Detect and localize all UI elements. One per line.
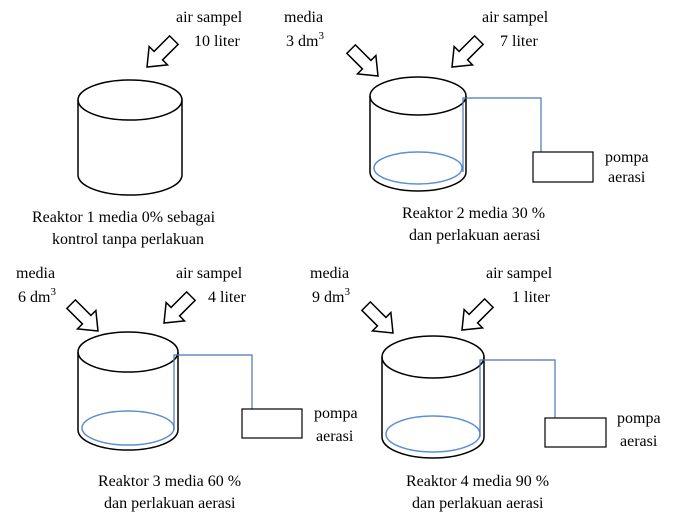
reactor-3-water-arrow-icon <box>163 290 197 324</box>
reactor-3-media-arrow-icon <box>65 298 99 332</box>
reactor-2-caption-line1: Reaktor 2 media 30 % <box>402 205 545 222</box>
svg-text:9 dm3: 9 dm3 <box>312 286 350 306</box>
reactor-4-pump-label-line1: pompa <box>617 410 661 427</box>
reactor-2-media-unit-sup: 3 <box>318 30 324 42</box>
reactor-3-water-amount: 4 liter <box>208 289 246 306</box>
reactor-4-media-amount: 9 dm <box>312 289 345 306</box>
reactor-4-water-label: air sampel <box>486 265 553 282</box>
reactor-3-pump-label-line1: pompa <box>314 405 358 422</box>
reactor-3-media-amount: 6 dm <box>18 289 51 306</box>
reactor-1-water-label: air sampel <box>176 9 243 26</box>
reactor-2-pump-label-line1: pompa <box>605 149 649 166</box>
reactor-3-media-label: media <box>16 265 55 282</box>
reactor-2-media-label: media <box>284 9 323 26</box>
reactor-3-air-pipe <box>173 354 253 430</box>
reactor-4-caption-line1: Reaktor 4 media 90 % <box>406 473 549 490</box>
svg-text:3 dm3: 3 dm3 <box>286 30 324 50</box>
reactor-4-media-arrow-icon <box>360 300 394 334</box>
reactor-1-water-arrow-icon <box>146 34 180 68</box>
reactor-4-media-unit-sup: 3 <box>344 286 350 298</box>
reactor-3-vessel <box>77 331 179 451</box>
reactor-2-media-arrow-icon <box>345 43 379 77</box>
reactor-3-pump-label-line2: aerasi <box>316 428 354 445</box>
reactor-3: media 6 dm3 air sampel 4 liter pompa aer… <box>16 265 358 512</box>
reactor-1-water-amount: 10 liter <box>194 33 240 50</box>
reactor-2-water-label: air sampel <box>482 9 549 26</box>
reactor-2-caption-line2: dan perlakuan aerasi <box>409 227 541 244</box>
reactor-2-vessel <box>369 76 467 192</box>
reactor-4-caption-line2: dan perlakuan aerasi <box>412 495 544 512</box>
reactor-3-caption-line2: dan perlakuan aerasi <box>104 495 236 512</box>
reactor-2-water-amount: 7 liter <box>500 33 538 50</box>
reactor-2-water-arrow-icon <box>451 34 485 68</box>
reactor-4-air-pipe <box>479 359 556 437</box>
reactor-3-media-unit-sup: 3 <box>50 286 56 298</box>
reactor-4-pump-box <box>544 417 607 448</box>
reactor-2-pump-box <box>532 151 594 183</box>
reactor-2-air-pipe <box>462 97 542 172</box>
reactor-1: air sampel 10 liter Reaktor 1 media 0% s… <box>32 9 243 248</box>
reactor-2: media 3 dm3 air sampel 7 liter pompa aer… <box>284 9 649 244</box>
reactor-2-media-fill <box>373 151 463 185</box>
reactor-4-media-label: media <box>310 265 349 282</box>
reactor-4-vessel <box>381 335 485 459</box>
reactor-4-media-fill <box>385 415 481 453</box>
reactor-4-water-arrow-icon <box>461 297 495 331</box>
reactor-4-pump-label-line2: aerasi <box>620 433 658 450</box>
reactor-3-media-fill <box>81 410 175 446</box>
reactor-4: media 9 dm3 air sampel 1 liter pompa aer… <box>310 265 661 512</box>
reactor-2-pump-label-line2: aerasi <box>608 169 646 186</box>
reactor-3-water-label: air sampel <box>176 265 243 282</box>
reactor-2-media-amount: 3 dm <box>286 33 319 50</box>
reactor-3-pump-box <box>241 408 303 439</box>
svg-text:6 dm3: 6 dm3 <box>18 286 56 306</box>
reactor-1-caption-line2: kontrol tanpa perlakuan <box>52 231 204 248</box>
reactor-3-caption-line1: Reaktor 3 media 60 % <box>98 473 241 490</box>
reactor-4-water-amount: 1 liter <box>512 289 550 306</box>
reactor-1-vessel <box>77 79 183 196</box>
reactor-1-caption-line1: Reaktor 1 media 0% sebagai <box>32 209 216 226</box>
